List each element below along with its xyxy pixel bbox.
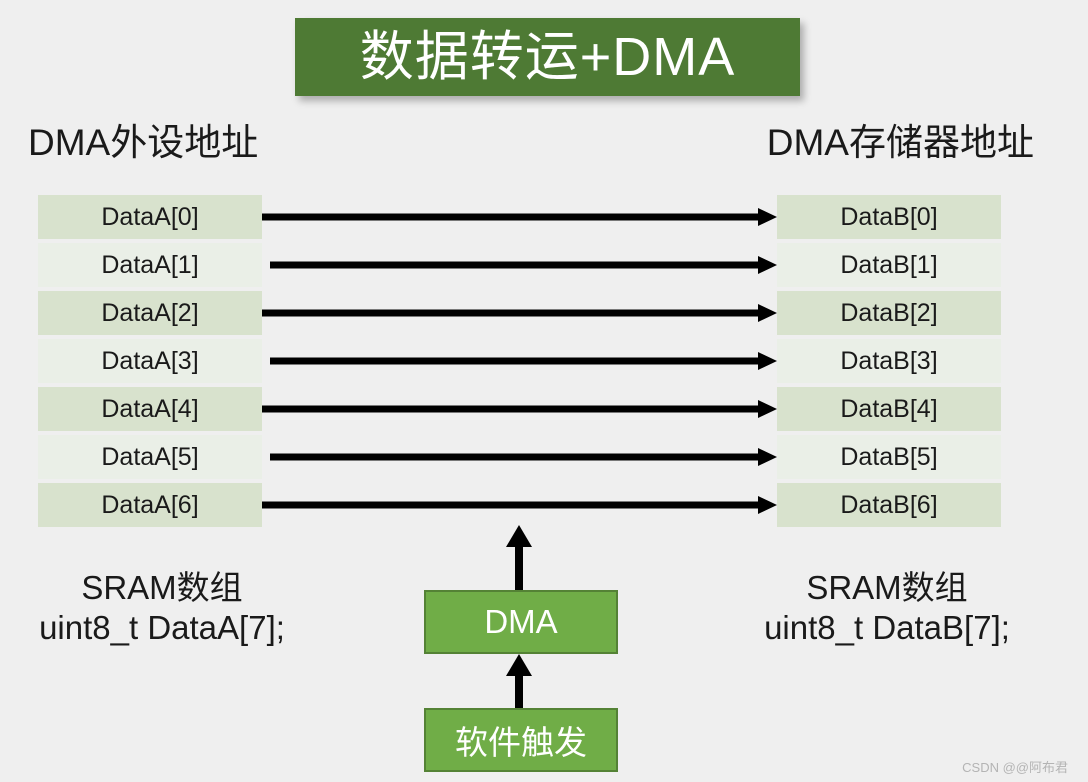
list-item: DataA[0] — [38, 195, 262, 239]
arrowhead-icon — [758, 208, 777, 226]
list-item: DataB[3] — [777, 339, 1001, 383]
software-trigger-block: 软件触发 — [424, 708, 618, 772]
right-array-caption: SRAM数组 uint8_t DataB[7]; — [742, 568, 1032, 647]
list-item: DataB[1] — [777, 243, 1001, 287]
list-item: DataA[3] — [38, 339, 262, 383]
dma-to-transfer-arrow-shaft — [515, 541, 523, 591]
software-trigger-label: 软件触发 — [455, 724, 587, 761]
list-item: DataB[4] — [777, 387, 1001, 431]
title-banner: 数据转运+DMA — [295, 18, 800, 96]
arrowhead-icon — [758, 400, 777, 418]
source-array-column: DataA[0] DataA[1] DataA[2] DataA[3] Data… — [38, 195, 262, 527]
arrowhead-icon — [758, 352, 777, 370]
left-array-caption-line1: SRAM数组 — [81, 569, 243, 606]
list-item: DataB[0] — [777, 195, 1001, 239]
arrowhead-icon — [506, 654, 532, 676]
list-item: DataA[6] — [38, 483, 262, 527]
control-flow-arrows-group — [506, 525, 532, 718]
dma-block: DMA — [424, 590, 618, 654]
list-item: DataA[1] — [38, 243, 262, 287]
arrowhead-icon — [758, 496, 777, 514]
list-item: DataA[4] — [38, 387, 262, 431]
list-item: DataA[5] — [38, 435, 262, 479]
arrowhead-icon — [758, 256, 777, 274]
list-item: DataA[2] — [38, 291, 262, 335]
arrowhead-icon — [758, 304, 777, 322]
transfer-arrows-group — [262, 208, 777, 514]
left-array-caption-line2: uint8_t DataA[7]; — [39, 608, 285, 646]
watermark: CSDN @@阿布君 — [962, 760, 1068, 775]
transfer-arrow-shaft-3 — [270, 357, 758, 365]
list-item: DataB[6] — [777, 483, 1001, 527]
arrowhead-icon — [758, 448, 777, 466]
list-item: DataB[5] — [777, 435, 1001, 479]
transfer-arrow-shaft-2 — [262, 309, 758, 317]
transfer-arrow-shaft-6 — [262, 501, 758, 509]
right-array-caption-line1: SRAM数组 — [806, 569, 968, 606]
dma-block-label: DMA — [484, 603, 558, 640]
trigger-to-dma-arrow-shaft — [515, 670, 523, 718]
destination-array-column: DataB[0] DataB[1] DataB[2] DataB[3] Data… — [777, 195, 1001, 527]
page-title: 数据转运+DMA — [359, 27, 736, 87]
transfer-arrow-shaft-5 — [270, 453, 758, 461]
arrowhead-icon — [506, 525, 532, 547]
transfer-arrow-shaft-0 — [262, 213, 758, 221]
transfer-arrow-shaft-4 — [262, 405, 758, 413]
right-array-caption-line2: uint8_t DataB[7]; — [764, 608, 1010, 646]
transfer-arrow-shaft-1 — [270, 261, 758, 269]
left-array-caption: SRAM数组 uint8_t DataA[7]; — [22, 568, 302, 647]
right-column-header: DMA存储器地址 — [766, 122, 1034, 163]
list-item: DataB[2] — [777, 291, 1001, 335]
left-column-header: DMA外设地址 — [28, 122, 259, 163]
